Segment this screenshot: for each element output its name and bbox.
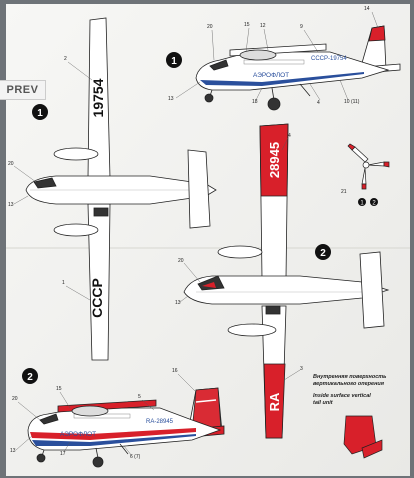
callout-4-s1: 4 (317, 100, 320, 106)
scheme1-side-view (195, 25, 401, 111)
callout-1-s1: 1 (62, 280, 65, 286)
callout-18-s1: 18 (252, 99, 258, 105)
propeller-marker-2 (370, 198, 378, 206)
callout-14-s1: 14 (364, 6, 370, 12)
callout-17-s2: 17 (60, 451, 66, 457)
scheme1-top-badge (32, 104, 48, 120)
callout-3-s2: 3 (300, 366, 303, 372)
scheme2-wing-country: RA (267, 392, 282, 411)
callout-10-s1: 10 (11) (344, 99, 360, 105)
scheme1-wing-country: СССР (89, 278, 105, 318)
scheme1-badge (166, 52, 182, 68)
callout-13-s2-side: 13 (10, 448, 16, 454)
callout-4-s2: 4 (288, 133, 291, 139)
callout-12-s1: 12 (260, 23, 266, 29)
scheme1-top-badge-number: 1 (37, 108, 43, 119)
scheme2-side-leader-lines (15, 373, 197, 457)
callout-20-s2-side: 20 (12, 396, 18, 402)
note-ru-line2: вертикального оперения (313, 381, 385, 387)
scheme2-badge-number: 2 (27, 372, 33, 383)
scheme1-fuselage-registration: СССР-19754 (311, 56, 347, 62)
scheme1-wing-registration: 19754 СССР (89, 78, 106, 318)
callout-2-s1: 2 (64, 56, 67, 62)
callout-9-s1: 9 (300, 24, 303, 30)
callout-21: 21 (341, 189, 347, 195)
callout-20-s1-top: 20 (8, 161, 14, 167)
scheme2-top-leader-lines (179, 137, 301, 381)
scheme2-wing-reg-number: 28945 (267, 142, 282, 178)
callout-20-s1: 20 (207, 24, 213, 30)
inside-tail-detail (343, 415, 383, 459)
scheme1-badge-number: 1 (171, 56, 177, 67)
scheme2-fuselage-registration: RA-28945 (146, 419, 174, 425)
note-ru-line1: Внутренняя поверхность (313, 374, 386, 380)
scheme2-top-badge-number: 2 (320, 248, 326, 259)
propeller-detail (347, 143, 390, 190)
propeller-marker-2-label: 2 (372, 201, 376, 207)
propeller-marker-1-label: 1 (360, 201, 364, 207)
scheme2-badge (22, 368, 38, 384)
scheme1-airline-title: АЭРОФЛОТ (253, 72, 289, 79)
callout-13-s1: 13 (168, 96, 174, 102)
note-en-line1: Inside surface vertical (313, 393, 371, 399)
scheme1-top-view (25, 17, 217, 361)
scheme2-airline-title: АЭРОФЛОТ (60, 431, 96, 438)
prev-button[interactable]: PREV (0, 80, 46, 100)
callout-5-s2: 5 (138, 394, 141, 400)
callout-6-s2: 6 (7) (130, 454, 141, 460)
scheme1-leader-lines (175, 11, 379, 101)
note-en-line2: tail unit (313, 400, 334, 406)
scheme2-top-badge (315, 244, 331, 260)
callout-20-s2-top: 20 (178, 258, 184, 264)
scheme1-top-leader-lines (13, 61, 93, 301)
scheme2-side-view (27, 387, 225, 468)
callout-13-s1-top: 13 (8, 202, 14, 208)
callout-15-s1: 15 (244, 22, 250, 28)
scheme1-wing-reg-number: 19754 (90, 78, 106, 117)
propeller-marker-1 (358, 198, 366, 206)
callout-13-s2-top: 13 (175, 300, 181, 306)
scheme2-top-view (183, 123, 390, 439)
callout-16-s2: 16 (172, 368, 178, 374)
callout-15-s2: 15 (56, 386, 62, 392)
